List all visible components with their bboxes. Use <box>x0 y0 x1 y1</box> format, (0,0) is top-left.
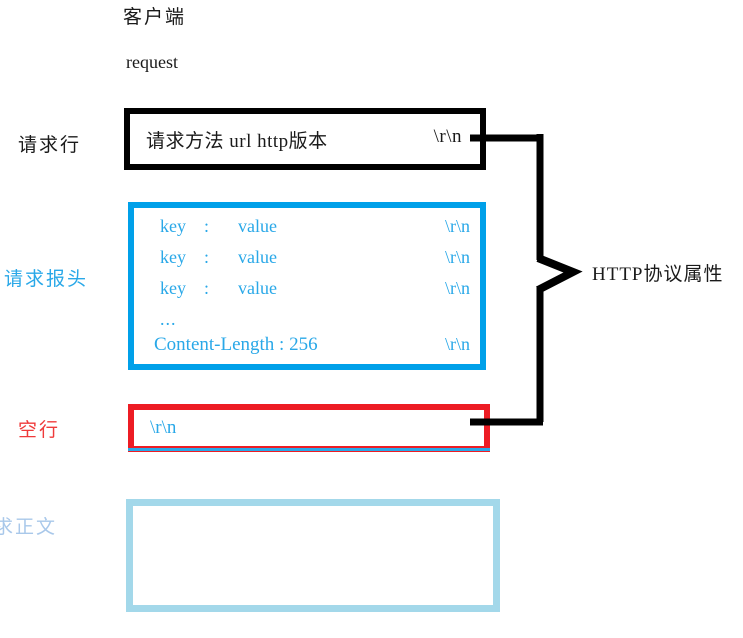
label-request-headers: 请求报头 <box>4 269 89 290</box>
label-request-line: 请求行 <box>18 135 82 156</box>
header-separator: : <box>204 216 210 236</box>
header-crlf: \r\n <box>445 247 470 267</box>
box-blank-line: \r\n <box>128 404 490 452</box>
header-value: value <box>238 278 277 298</box>
header-key: key <box>160 216 186 236</box>
header-separator: : <box>204 278 210 298</box>
label-request-body: 求正文 <box>0 517 58 538</box>
header-crlf: \r\n <box>445 278 470 298</box>
request-line-text: 请求方法 url http版本 <box>146 131 328 152</box>
request-line-crlf: \r\n <box>433 126 462 147</box>
blank-line-content-row: \r\n <box>134 417 484 439</box>
request-subtitle: request <box>126 52 178 72</box>
header-key: key <box>160 278 186 298</box>
blank-line-underline <box>128 448 490 451</box>
label-blank-line: 空行 <box>18 420 61 441</box>
box-request-headers: key : value \r\n key : value \r\n key : … <box>128 202 486 370</box>
box-request-line: 请求方法 url http版本 \r\n <box>124 108 486 170</box>
header-value: value <box>238 247 277 267</box>
content-length-crlf: \r\n <box>445 334 470 354</box>
box-request-body <box>126 499 500 612</box>
header-value: value <box>238 216 277 236</box>
client-title: 客户端 <box>123 7 187 28</box>
blank-line-crlf: \r\n <box>150 417 177 438</box>
connector-arrow-tip <box>536 254 583 294</box>
header-crlf: \r\n <box>445 216 470 236</box>
content-length-text: Content-Length : 256 <box>154 334 318 355</box>
request-line-content-row: 请求方法 url http版本 \r\n <box>130 126 480 153</box>
header-key: key <box>160 247 186 267</box>
annotation-http-protocol-attributes: HTTP协议属性 <box>592 264 724 285</box>
header-ellipsis: ... <box>160 309 177 329</box>
header-separator: : <box>204 247 210 267</box>
